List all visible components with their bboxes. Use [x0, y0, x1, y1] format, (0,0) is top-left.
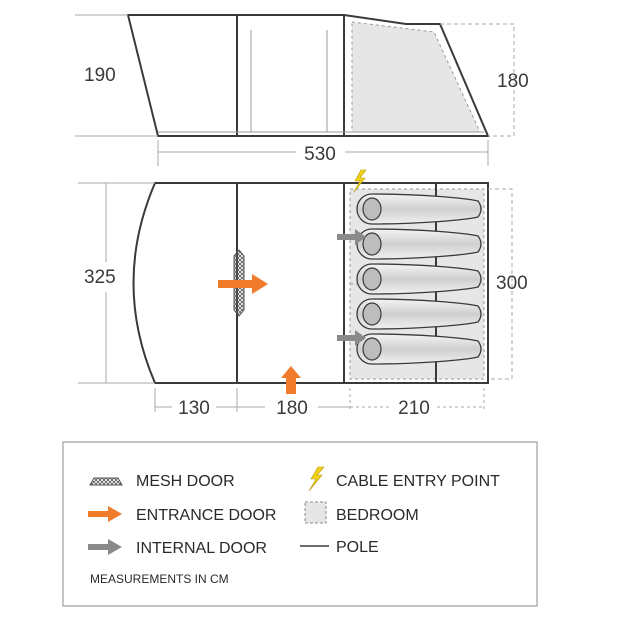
side-elevation: 190 180 530: [75, 14, 529, 166]
bedroom-height-label: 180: [497, 71, 529, 92]
bedroom-dashed-square-icon: [304, 501, 327, 524]
legend-internal-door: INTERNAL DOOR: [136, 540, 267, 557]
sleeping-bag-hood: [362, 337, 382, 361]
bedroom-depth-label: 300: [496, 273, 528, 294]
sleeping-bag-hood: [362, 232, 382, 256]
bedroom-length-label: 210: [398, 398, 430, 419]
sleeping-bag: [356, 333, 482, 365]
bedroom-side-area: [351, 21, 481, 133]
sleeping-bag-hood: [362, 267, 382, 291]
internal-door-grey-arrow-icon: [88, 539, 122, 555]
entrance-door-arrow-icon: [281, 366, 301, 394]
legend-mesh-door: MESH DOOR: [136, 473, 235, 490]
cable-entry-lightning-icon: [353, 169, 367, 193]
dimension-line: [488, 188, 513, 380]
sleeping-bag-hood: [362, 302, 382, 326]
internal-door-arrow-icon: [337, 229, 366, 245]
legend-cable-entry: CABLE ENTRY POINT: [336, 473, 500, 490]
legend-box: [62, 441, 538, 607]
sleeping-bag: [356, 298, 482, 330]
floor-depth-label: 325: [84, 267, 116, 288]
sleeping-bag: [356, 263, 482, 295]
porch-length-label: 130: [178, 398, 210, 419]
side-height-label: 190: [84, 65, 116, 86]
sleeping-bag: [356, 193, 482, 225]
measurements-note: MEASUREMENTS IN CM: [90, 572, 229, 586]
internal-door-arrow-icon: [337, 330, 366, 346]
sleeping-bag-hood: [362, 197, 382, 221]
mesh-door-crosshatch-icon: [89, 477, 123, 486]
dimension-line: [440, 23, 515, 137]
entrance-door-orange-arrow-icon: [88, 506, 122, 522]
floor-plan: 325 300 130 180 210: [78, 169, 528, 419]
sleeping-bags: [356, 193, 482, 365]
legend-entrance-door: ENTRANCE DOOR: [136, 507, 276, 524]
living-length-label: 180: [276, 398, 308, 419]
total-length-label: 530: [304, 144, 336, 165]
legend: MESH DOOR ENTRANCE DOOR INTERNAL DOOR CA…: [62, 441, 538, 607]
legend-pole: POLE: [336, 539, 379, 556]
cable-entry-lightning-icon: [308, 466, 325, 492]
sleeping-bag: [356, 228, 482, 260]
legend-bedroom: BEDROOM: [336, 507, 419, 524]
entrance-door-arrow-icon: [218, 274, 268, 294]
